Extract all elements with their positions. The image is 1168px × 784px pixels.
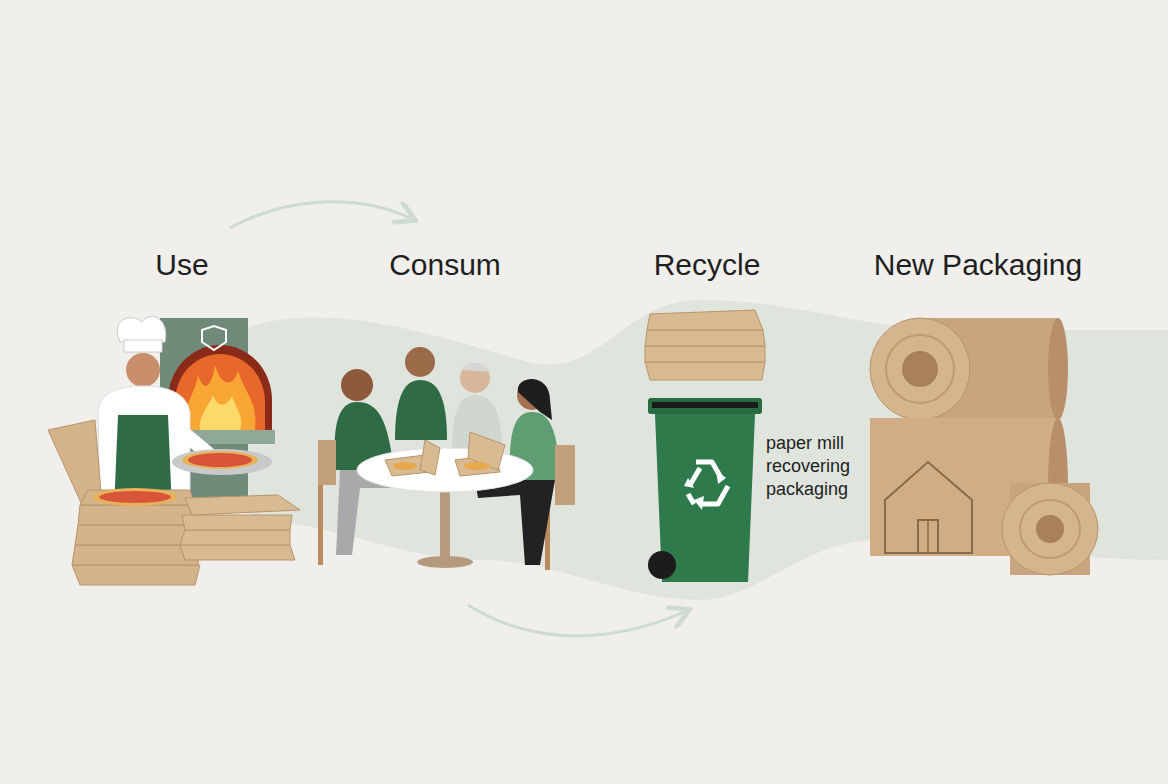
stage-heading: New Packaging: [874, 247, 1082, 283]
note-text: paper mill recovering packaging: [766, 432, 881, 501]
stage-heading: Use: [155, 247, 208, 283]
stage-heading: Consum: [389, 247, 501, 283]
stage-heading: Recycle: [654, 247, 761, 283]
